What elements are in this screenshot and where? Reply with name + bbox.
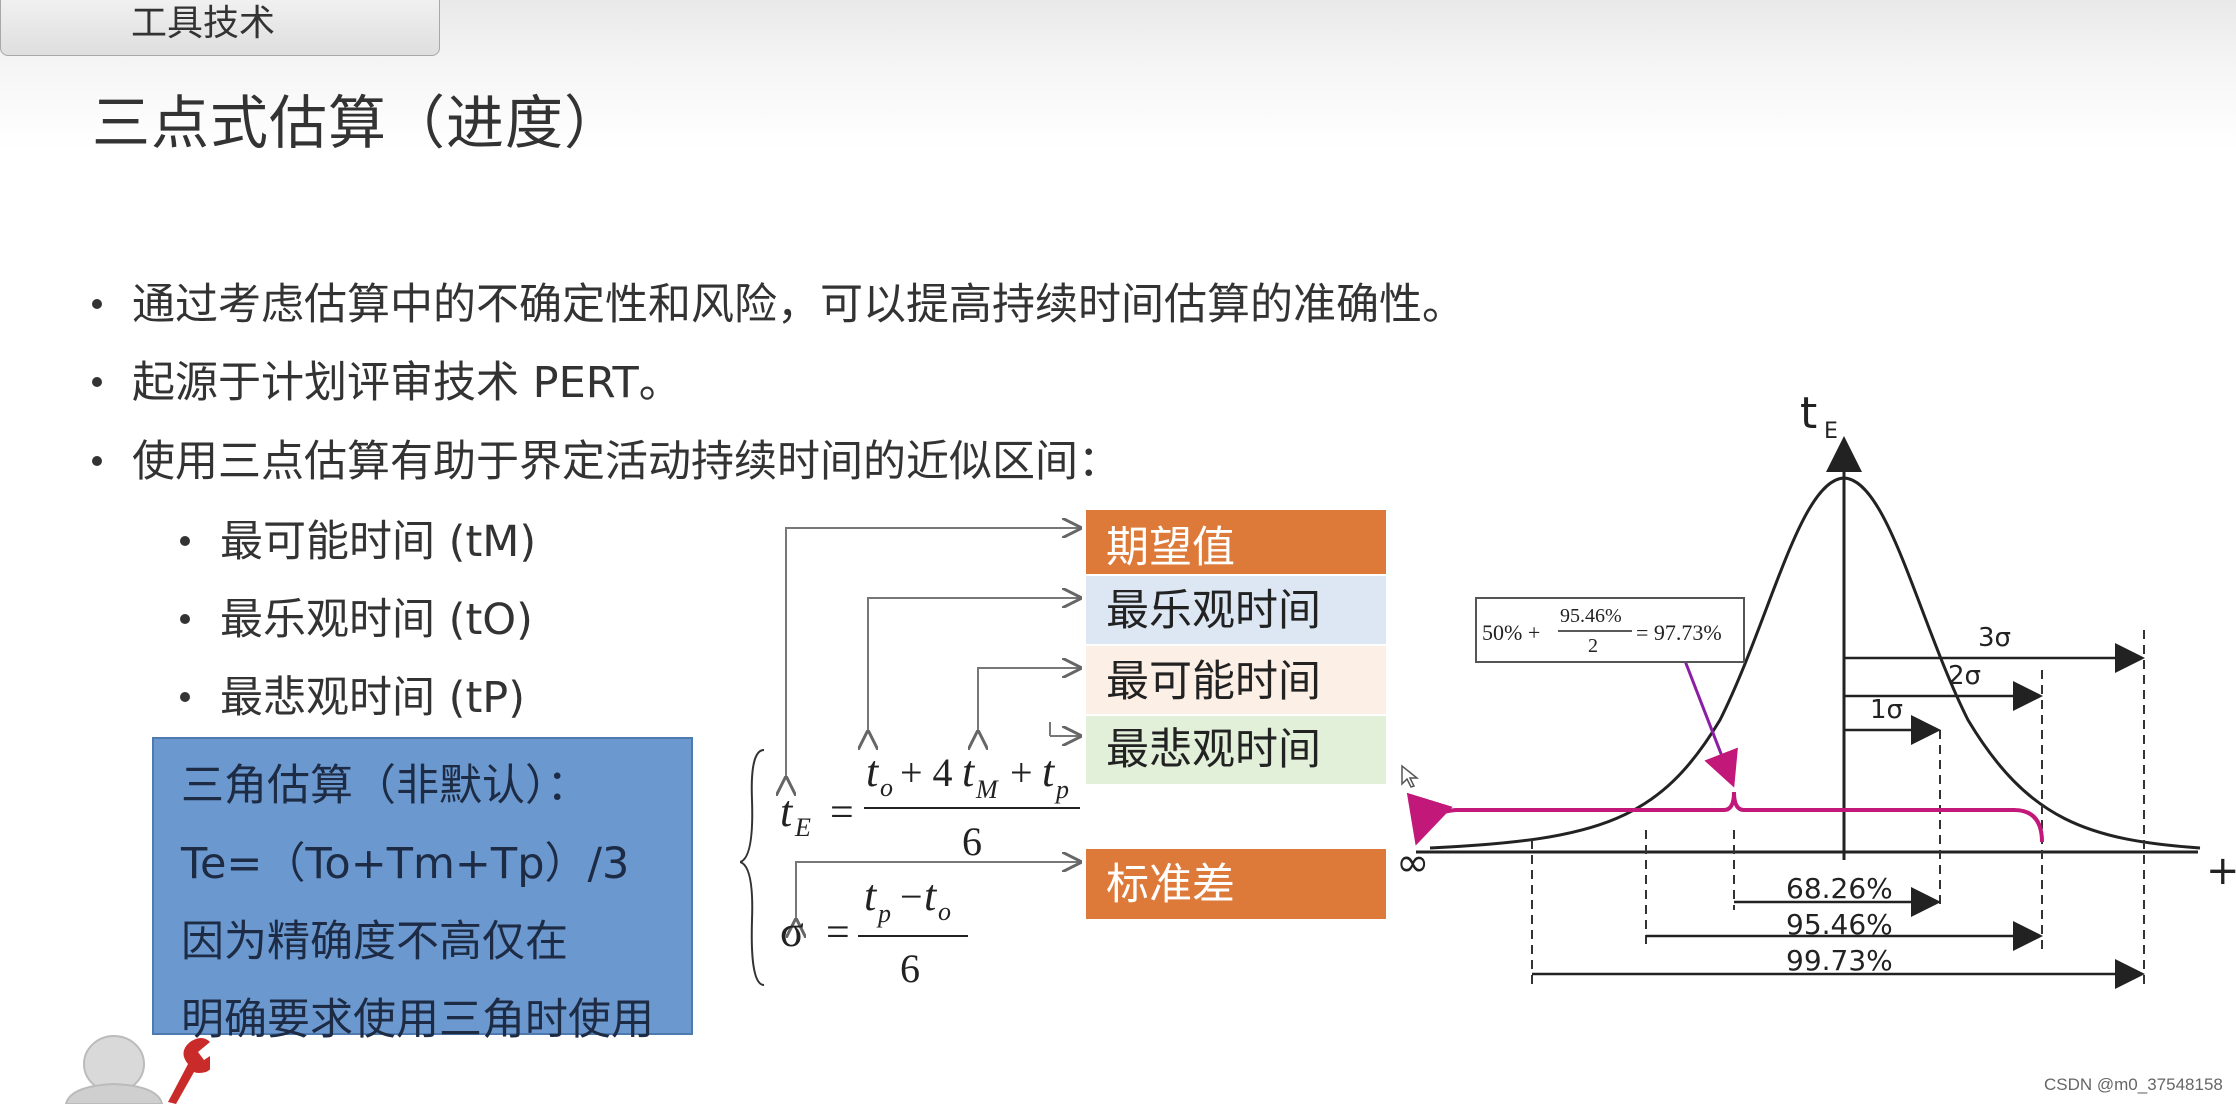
- annotation-a: 50% +: [1482, 620, 1540, 645]
- bullet-dot: [92, 376, 102, 387]
- num-plus2: +: [1010, 750, 1033, 795]
- arrow-optimistic: [868, 598, 1080, 732]
- pert-formula: t E = t o + 4 t M + t p 6 σ = t p − t o …: [740, 500, 1100, 991]
- sub-bullet-text: 最乐观时间 (tO): [220, 595, 533, 645]
- sub-bullet-item: 最悲观时间 (tP): [180, 663, 525, 725]
- arrow-std-dev: [796, 862, 1080, 920]
- arrow-pessimistic: [1049, 722, 1080, 736]
- pessimistic-label: 最悲观时间: [1086, 716, 1386, 784]
- sigma-label-1: 1σ: [1870, 695, 1903, 725]
- bullet-item: 使用三点估算有助于界定活动持续时间的近似区间：: [92, 427, 1121, 489]
- sd-sub1: p: [876, 899, 891, 928]
- sd-den: 6: [900, 946, 920, 991]
- num-t3: t: [1042, 747, 1056, 796]
- te-lhs: t: [780, 787, 794, 836]
- bullet-dot: [180, 613, 190, 624]
- percent-label-95: 95.46%: [1786, 908, 1893, 941]
- bullet-dot: [92, 298, 102, 309]
- std-dev-label: 标准差: [1086, 849, 1386, 919]
- sd-eq: =: [826, 910, 850, 956]
- page-title: 三点式估算（进度）: [92, 89, 624, 157]
- mouse-cursor-icon: [1401, 764, 1420, 788]
- bullet-dot: [92, 455, 102, 466]
- triangle-line: 三角估算（非默认）：: [181, 761, 590, 811]
- percent-label-99: 99.73%: [1786, 944, 1893, 977]
- annotation-num: 95.46%: [1560, 605, 1622, 627]
- sigma-guides: [1531, 630, 2145, 990]
- percent-label-68: 68.26%: [1786, 872, 1893, 905]
- sd-sub2: o: [938, 897, 951, 926]
- bullet-dot: [180, 691, 190, 702]
- minus-infinity-label: ∞: [1400, 840, 1429, 886]
- arrow-most-likely: [978, 668, 1080, 732]
- bullet-text: 通过考虑估算中的不确定性和风险，可以提高持续时间估算的准确性。: [132, 280, 1465, 330]
- bell-curve: [1429, 476, 2201, 850]
- person-wrench-icon: [64, 1035, 210, 1104]
- te-eq: =: [830, 790, 854, 836]
- num-sub2: M: [975, 775, 999, 804]
- sub-bullet-item: 最可能时间 (tM): [180, 507, 536, 569]
- num-t1: t: [866, 747, 880, 796]
- bullet-item: 起源于计划评审技术 PERT。: [92, 348, 682, 410]
- sub-bullet-item: 最乐观时间 (tO): [180, 585, 533, 647]
- sub-bullet-text: 最可能时间 (tM): [220, 517, 537, 567]
- num-sub3: p: [1054, 775, 1069, 804]
- most-likely-label: 最可能时间: [1086, 646, 1386, 714]
- y-axis-label: t: [1800, 390, 1817, 439]
- sigma-label-3: 3σ: [1978, 623, 2011, 653]
- plus-label: +: [2206, 848, 2236, 894]
- y-axis-label-sub: E: [1824, 419, 1838, 444]
- annotation-pointer: [1678, 647, 1738, 788]
- section-tab[interactable]: 工具技术: [0, 0, 440, 56]
- optimistic-label: 最乐观时间: [1086, 576, 1386, 644]
- magenta-brace: [1406, 791, 2044, 846]
- den: 6: [962, 819, 982, 864]
- sd-t1: t: [864, 871, 878, 920]
- bullet-dot: [180, 535, 190, 546]
- sd-t2: t: [924, 871, 938, 920]
- formula-brace: [740, 749, 765, 986]
- bullet-text: 使用三点估算有助于界定活动持续时间的近似区间：: [132, 437, 1121, 487]
- normal-distribution-diagram: t E ∞ + 1σ 2σ 3σ 68.26% 95.46% 99.73% 50…: [1400, 390, 2236, 990]
- arrow-expected: [786, 528, 1080, 778]
- triangle-line: 明确要求使用三角时使用: [181, 995, 654, 1045]
- bullet-text: 起源于计划评审技术 PERT。: [132, 358, 682, 408]
- num-plus1: + 4: [900, 750, 953, 795]
- triangle-line: Te=（To+Tm+Tp）/3: [181, 839, 630, 889]
- watermark: CSDN @m0_37548158: [2044, 1075, 2223, 1094]
- annotation-den: 2: [1588, 635, 1598, 657]
- bullet-item: 通过考虑估算中的不确定性和风险，可以提高持续时间估算的准确性。: [92, 270, 1465, 332]
- sigma-lhs: σ: [780, 907, 804, 956]
- te-sub: E: [794, 813, 811, 842]
- annotation-result: = 97.73%: [1636, 620, 1722, 645]
- connector-arrows: [786, 528, 1080, 920]
- annotation-box: [1475, 597, 1745, 663]
- triangle-estimate-box: 三角估算（非默认）： Te=（To+Tm+Tp）/3 因为精确度不高仅在 明确要…: [152, 737, 693, 1045]
- num-t2: t: [962, 747, 976, 796]
- triangle-line: 因为精确度不高仅在: [181, 917, 568, 967]
- num-sub1: o: [880, 773, 893, 802]
- sd-minus: −: [900, 874, 923, 919]
- sub-bullet-text: 最悲观时间 (tP): [220, 673, 526, 723]
- sigma-arrows: [1532, 643, 2145, 989]
- sigma-label-2: 2σ: [1948, 661, 1981, 691]
- expected-value-label: 期望值: [1086, 510, 1386, 574]
